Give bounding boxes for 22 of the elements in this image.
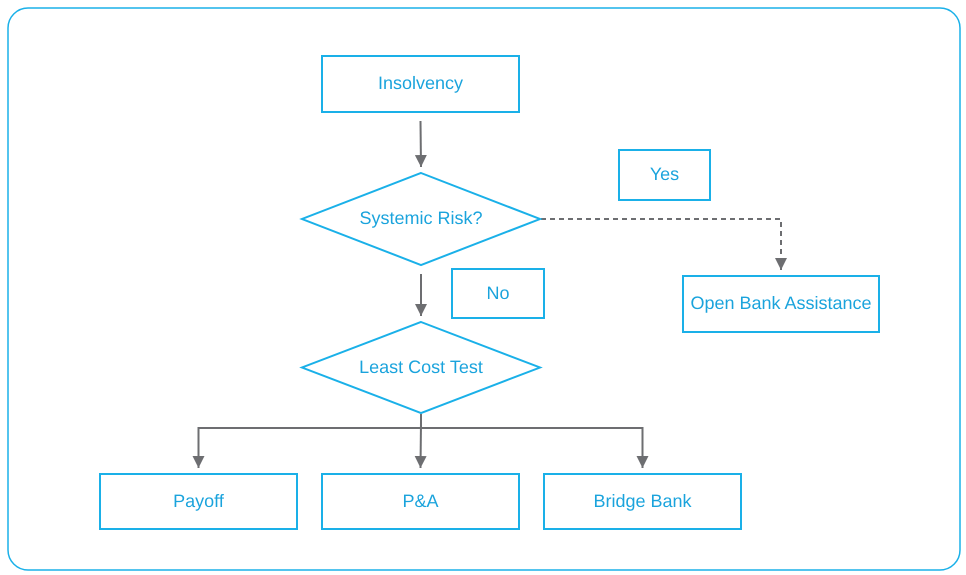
arrow [414,120,427,168]
process-box [99,473,298,530]
node-label: Payoff [173,490,224,512]
node-label: Systemic Risk? [359,208,483,230]
node-label: Open Bank Assistance [690,293,872,315]
node-label: Least Cost Test [359,356,483,378]
decision-diamond [301,172,541,266]
arrow [420,414,648,468]
process-box [682,275,880,333]
process-box [451,268,545,319]
decision-diamond [301,321,541,414]
node-label: Insolvency [378,73,464,95]
process-box [543,473,742,530]
process-box [321,473,520,530]
node-label: Bridge Bank [593,490,692,512]
node-label: P&A [402,490,439,512]
arrow [415,274,427,316]
node-label: Yes [650,164,680,186]
process-box [618,149,711,201]
node-label: No [486,282,510,304]
process-box [321,55,520,113]
arrow [541,218,787,270]
